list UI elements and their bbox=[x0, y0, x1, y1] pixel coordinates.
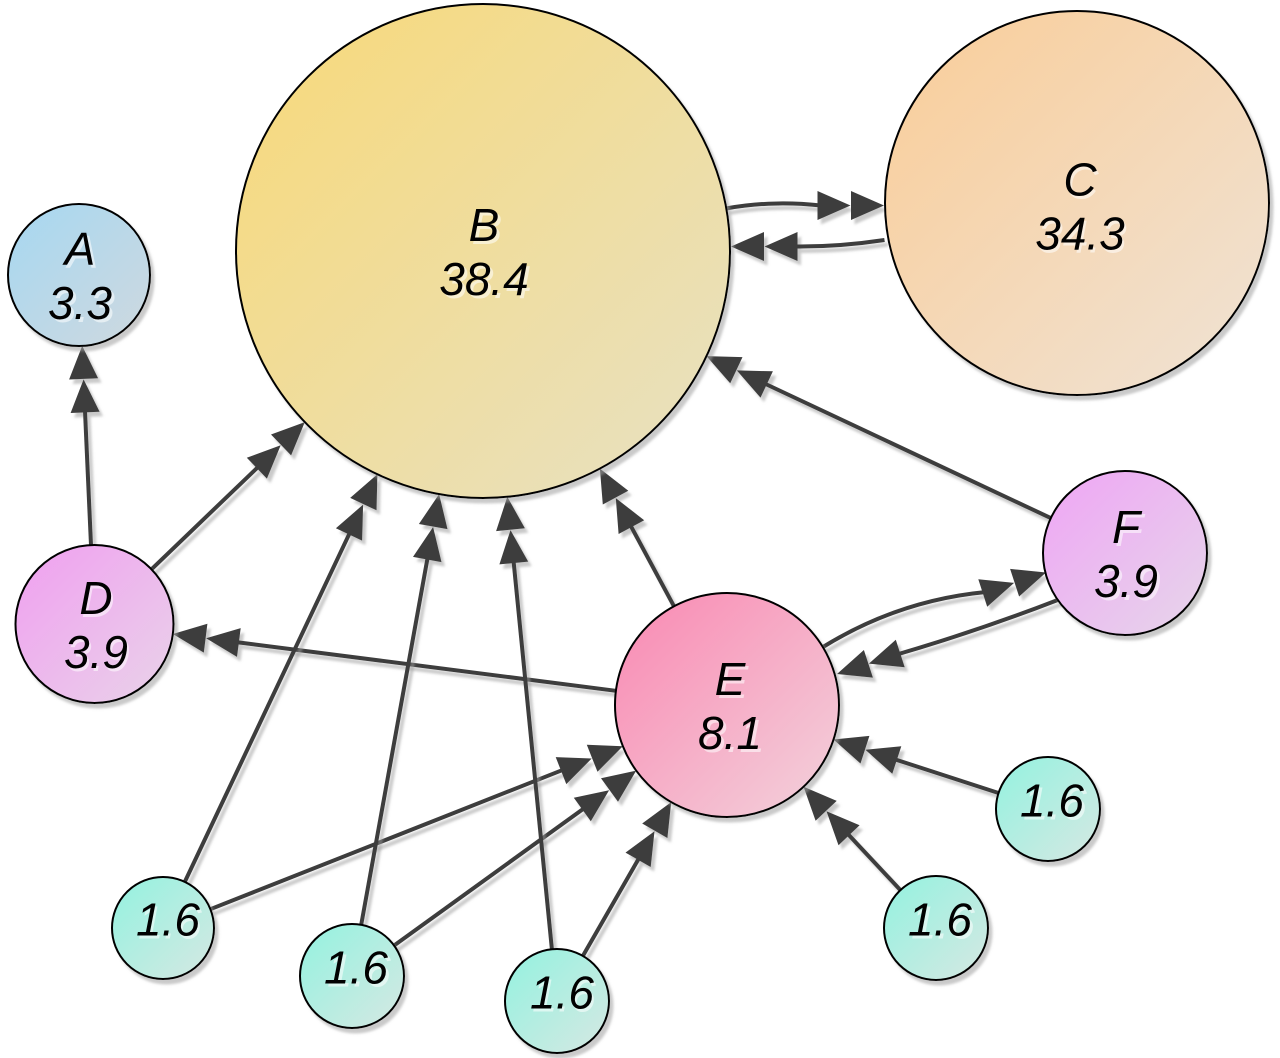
svg-text:3.3: 3.3 bbox=[51, 280, 115, 332]
svg-text:B: B bbox=[469, 199, 500, 251]
svg-text:F: F bbox=[1115, 504, 1146, 556]
svg-text:D: D bbox=[81, 575, 114, 627]
svg-text:3.9: 3.9 bbox=[64, 626, 128, 678]
svg-text:1.6: 1.6 bbox=[324, 941, 388, 993]
svg-text:E: E bbox=[715, 653, 747, 705]
svg-text:8.1: 8.1 bbox=[701, 710, 765, 762]
svg-text:1.6: 1.6 bbox=[138, 896, 202, 948]
svg-text:1.6: 1.6 bbox=[532, 969, 596, 1021]
svg-text:1.6: 1.6 bbox=[911, 896, 975, 948]
svg-text:A: A bbox=[65, 226, 99, 278]
svg-text:3.9: 3.9 bbox=[1094, 555, 1158, 607]
svg-text:34.3: 34.3 bbox=[1035, 207, 1125, 259]
svg-text:C: C bbox=[1063, 153, 1097, 205]
svg-text:3.9: 3.9 bbox=[1097, 558, 1161, 610]
svg-text:3.9: 3.9 bbox=[66, 629, 130, 681]
svg-text:8.1: 8.1 bbox=[698, 707, 762, 759]
svg-text:3.3: 3.3 bbox=[48, 277, 112, 329]
svg-text:1.6: 1.6 bbox=[530, 966, 594, 1018]
svg-text:C: C bbox=[1065, 156, 1099, 208]
svg-text:1.6: 1.6 bbox=[327, 944, 391, 996]
svg-text:38.4: 38.4 bbox=[439, 253, 529, 305]
svg-text:34.3: 34.3 bbox=[1037, 210, 1127, 262]
svg-text:D: D bbox=[79, 572, 112, 624]
svg-text:1.6: 1.6 bbox=[908, 893, 972, 945]
svg-text:1.6: 1.6 bbox=[1023, 777, 1087, 829]
svg-text:E: E bbox=[718, 656, 750, 708]
svg-text:B: B bbox=[472, 202, 503, 254]
svg-text:38.4: 38.4 bbox=[442, 256, 532, 308]
svg-text:F: F bbox=[1112, 501, 1143, 553]
svg-text:1.6: 1.6 bbox=[136, 893, 200, 945]
svg-text:1.6: 1.6 bbox=[1020, 774, 1084, 826]
svg-text:A: A bbox=[62, 223, 96, 275]
